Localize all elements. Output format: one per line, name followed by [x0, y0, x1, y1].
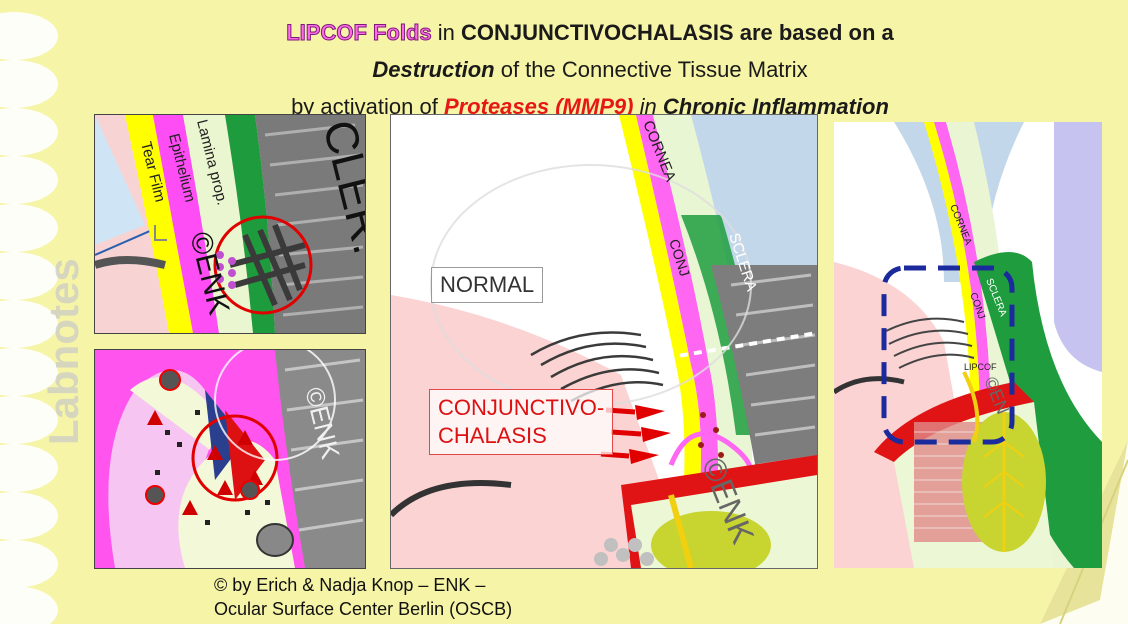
inflammation-illustration: ©ENK	[95, 350, 365, 568]
title-matrix: of the Connective Tissue Matrix	[494, 57, 808, 82]
title-conjunctivochalasis: CONJUNCTIVOCHALASIS are based on a	[461, 20, 894, 45]
watermark-text: Labnotes	[40, 258, 87, 445]
title-destruction: Destruction	[372, 57, 495, 82]
title-lipcof: LIPCOF Folds	[286, 20, 432, 46]
lipcof-illustration: CORNEA SCLERA CONJ LIPCOF ©EN	[834, 122, 1102, 568]
panel-normal-vs-cch: CORNEA CONJ SCLERA ©ENK NORMAL CONJUNCTI…	[390, 114, 818, 569]
panel-inflammation: ©ENK	[94, 349, 366, 569]
panel-lipcof: CORNEA SCLERA CONJ LIPCOF ©EN	[834, 122, 1102, 568]
tissue-layers-illustration: Tear Film Epithelium Lamina prop. CLER. …	[95, 115, 365, 333]
title-in-2: in	[633, 94, 663, 119]
overview-illustration: CORNEA CONJ SCLERA ©ENK	[391, 115, 817, 568]
credit-line1: © by Erich & Nadja Knop – ENK –	[214, 575, 486, 595]
normal-label: NORMAL	[431, 267, 544, 303]
conjunctivochalasis-line2: CHALASIS	[438, 423, 547, 448]
credit: © by Erich & Nadja Knop – ENK – Ocular S…	[214, 573, 512, 621]
slide-title: LIPCOF Folds in CONJUNCTIVOCHALASIS are …	[150, 14, 1030, 125]
panel-tissue-layers: Tear Film Epithelium Lamina prop. CLER. …	[94, 114, 366, 334]
title-in-1: in	[431, 20, 462, 45]
normal-text: NORMAL	[440, 272, 535, 297]
watermark: Labnotes	[40, 258, 87, 445]
conjunctivochalasis-line1: CONJUNCTIVO-	[438, 395, 605, 420]
conjunctivochalasis-label: CONJUNCTIVO- CHALASIS	[429, 389, 614, 455]
credit-line2: Ocular Surface Center Berlin (OSCB)	[214, 599, 513, 619]
lipcof-label: LIPCOF	[964, 362, 997, 372]
